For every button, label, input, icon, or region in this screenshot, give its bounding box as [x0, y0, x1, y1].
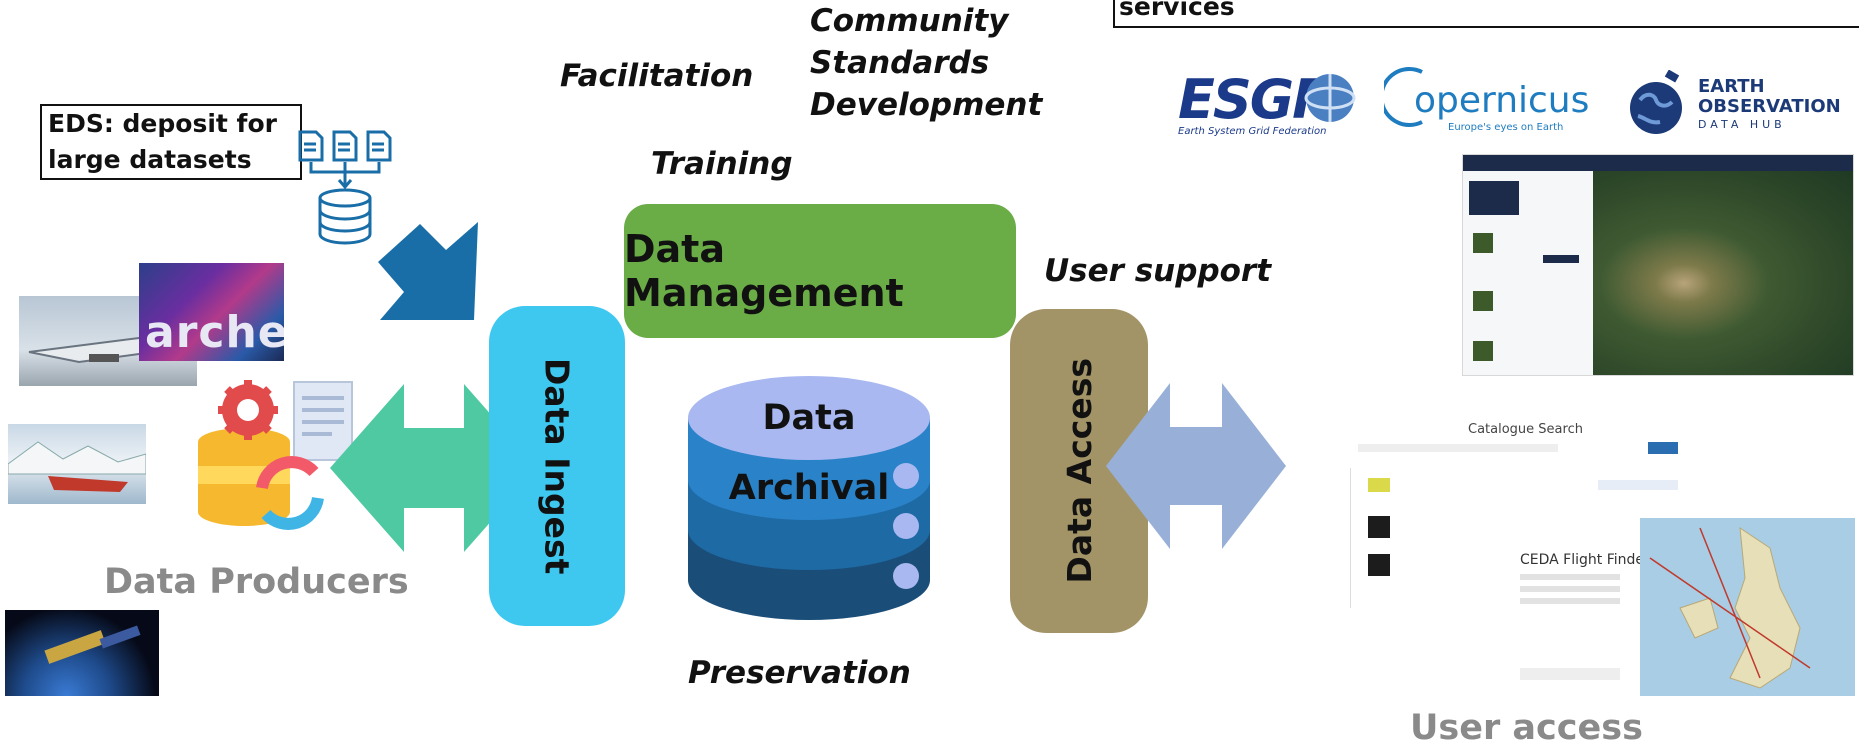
deposit-arrow [378, 222, 478, 320]
community-line-1: Community [810, 3, 1009, 39]
eds-line-2: large datasets [48, 145, 252, 174]
catalogue-title: Catalogue Search [1468, 422, 1583, 437]
archival-dot-1 [893, 463, 919, 489]
data-producer-icon [198, 380, 353, 530]
facilitation-label: Facilitation [560, 58, 754, 94]
services-box: services [1113, 0, 1859, 28]
community-line-3: Development [810, 87, 1043, 123]
eo-hub-topbar [1463, 155, 1853, 171]
data-access-label: Data Access [1059, 358, 1099, 584]
archival-dot-2 [893, 513, 919, 539]
data-management-box: Data Management [624, 204, 1016, 338]
archer-text: archer [145, 307, 284, 358]
user-support-label: User support [1044, 253, 1272, 289]
ingest-double-arrow [330, 384, 538, 552]
eo-hub-sidebar [1463, 171, 1593, 375]
eo-hub-screenshot [1462, 154, 1854, 376]
eo-line-2: OBSERVATION [1698, 96, 1841, 117]
archival-label-line-1: Data [762, 398, 856, 438]
esgf-sub-text: Earth System Grid Federation [1178, 126, 1327, 137]
database-deposit-icon [298, 130, 392, 245]
archival-dot-3 [893, 563, 919, 589]
eds-line-1: EDS: deposit for [48, 109, 277, 138]
eo-hub-satellite-map [1593, 171, 1853, 375]
copernicus-logo-text: opernicus [1414, 80, 1590, 121]
earth-globe-icon [1630, 70, 1682, 134]
esgf-globe-icon [1304, 74, 1356, 122]
preservation-label: Preservation [688, 655, 911, 691]
user-access-label: User access [1410, 708, 1643, 748]
copernicus-c-icon [1384, 67, 1423, 127]
data-archival-cylinder [688, 376, 930, 620]
archer-supercomputer-photo: archer [139, 263, 284, 361]
data-producers-label: Data Producers [104, 562, 409, 602]
data-management-label: Data Management [624, 227, 904, 315]
archival-label-line-2: Archival [728, 468, 890, 508]
flight-finder-screenshot: CEDA Flight Finder [1510, 518, 1855, 696]
copernicus-sub-text: Europe's eyes on Earth [1448, 122, 1564, 133]
copernicus-logo: opernicus Europe's eyes on Earth [1384, 66, 1589, 138]
eo-line-1: EARTH [1698, 76, 1765, 97]
earth-observation-logo: EARTH OBSERVATION DATA HUB [1626, 66, 1848, 144]
esgf-logo: ESGF Earth System Grid Federation [1174, 68, 1356, 140]
data-ingest-box: Data Ingest [489, 306, 625, 626]
data-ingest-label: Data Ingest [537, 357, 577, 575]
eds-deposit-box: EDS: deposit for large datasets [40, 104, 302, 180]
community-line-2: Standards [810, 45, 990, 81]
esgf-logo-text: ESGF [1178, 68, 1329, 131]
ship-photo [8, 424, 146, 504]
training-label: Training [651, 146, 793, 182]
services-label: services [1119, 0, 1235, 21]
satellite-photo [5, 610, 159, 696]
access-double-arrow [1106, 383, 1286, 549]
flight-finder-title: CEDA Flight Finder [1520, 552, 1650, 568]
eo-line-3: DATA HUB [1698, 118, 1786, 131]
community-standards-label: Community Standards Development [810, 0, 1042, 126]
uk-map [1640, 518, 1855, 696]
